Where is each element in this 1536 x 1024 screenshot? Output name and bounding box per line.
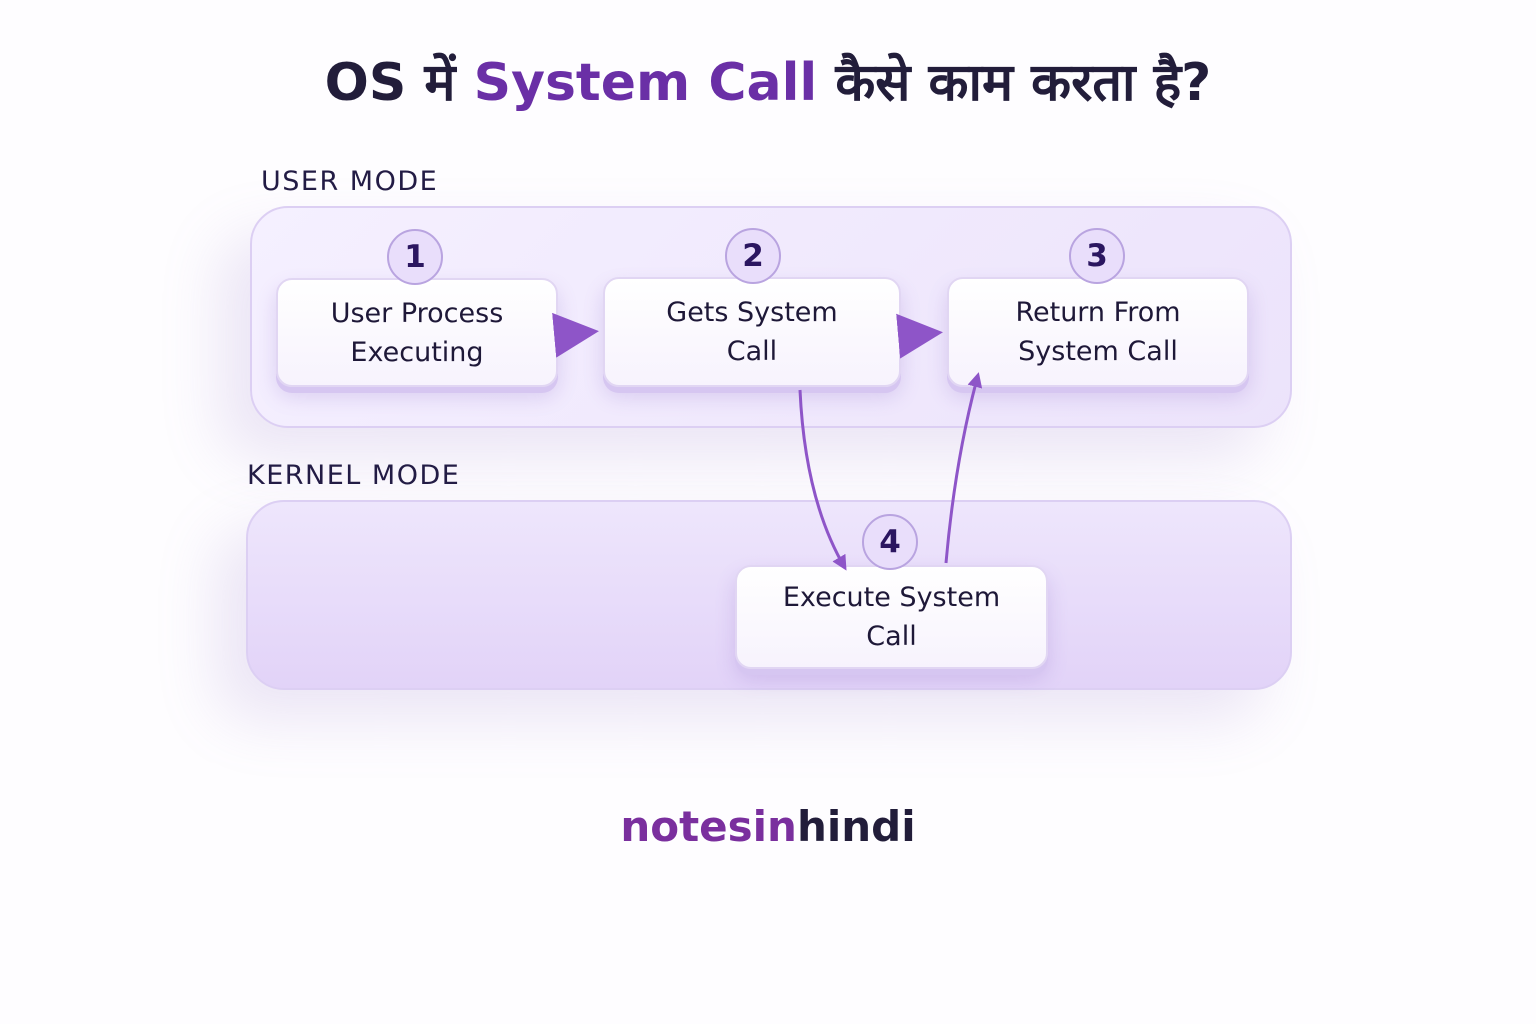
brand-logo: notesinhindi (0, 802, 1536, 851)
step-2-line1: Gets System (666, 297, 838, 328)
step-2-number: 2 (725, 228, 781, 284)
title-suffix: कैसे काम करता है? (817, 53, 1212, 113)
step-3-line1: Return From (1015, 297, 1181, 328)
kernel-mode-label: KERNEL MODE (247, 460, 461, 491)
step-2-line2: Call (726, 336, 778, 367)
brand-part2: hindi (796, 802, 916, 851)
step-1-line1: User Process (330, 297, 504, 329)
brand-part1: notesin (620, 802, 797, 851)
title-highlight: System Call (473, 53, 818, 113)
arrow-1-to-2 (552, 312, 599, 358)
title-prefix: OS में (324, 53, 474, 113)
step-4-number: 4 (862, 514, 918, 570)
arrow-4-to-3 (944, 372, 983, 564)
step-4-line1: Execute System (782, 582, 1001, 613)
step-3-number: 3 (1069, 228, 1125, 284)
step-1-line2: Executing (350, 336, 484, 368)
step-3-line2: System Call (1018, 336, 1178, 367)
arrow-2-to-3 (896, 313, 943, 359)
arrow-2-to-4 (798, 389, 847, 571)
step-1-number: 1 (387, 229, 443, 285)
page-title: OS में System Call कैसे काम करता है? (0, 45, 1536, 116)
user-mode-label: USER MODE (261, 166, 439, 197)
step-4-line2: Call (866, 621, 917, 652)
